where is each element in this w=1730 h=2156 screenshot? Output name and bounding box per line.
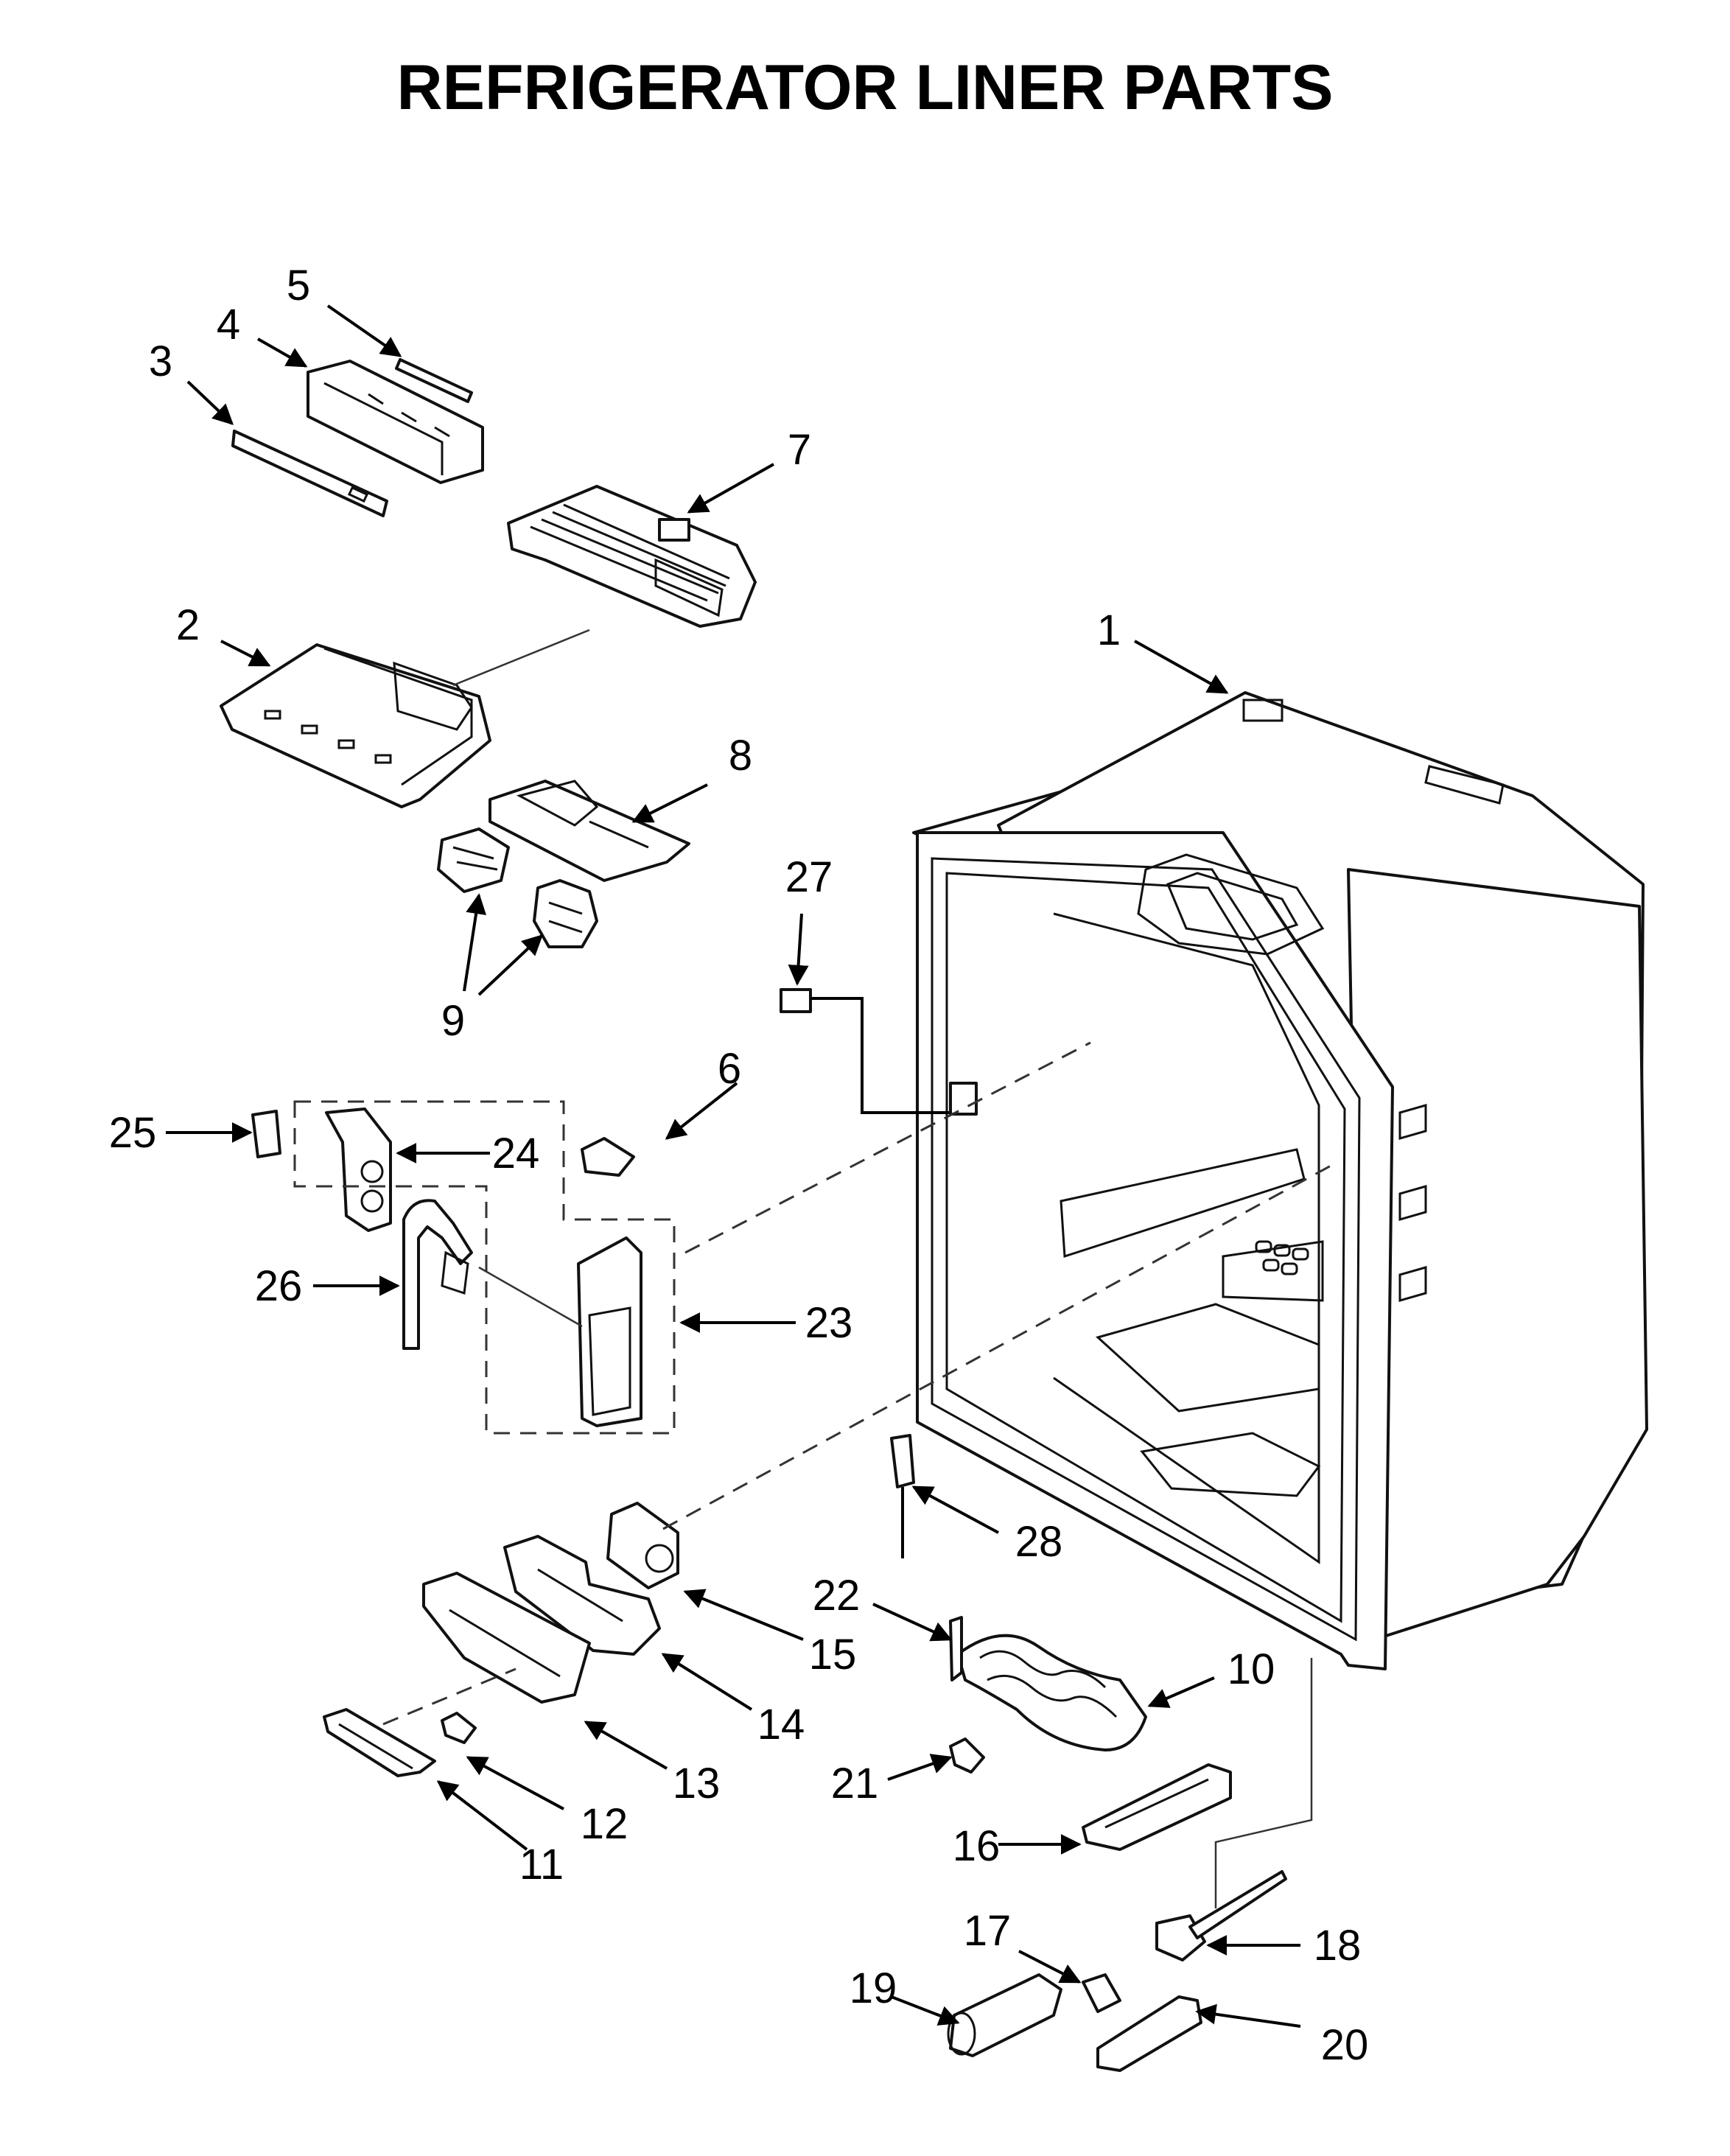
- guide-lines: [293, 629, 1334, 1908]
- liner-part-1: [912, 691, 1648, 1670]
- part-7-vent-cover: [507, 485, 757, 628]
- part-4-housing: [307, 360, 484, 484]
- callout-15: 15: [809, 1631, 857, 1679]
- page-title: REFRIGERATOR LINER PARTS: [397, 52, 1334, 123]
- callout-13: 13: [673, 1760, 721, 1807]
- part-5-rod: [395, 358, 473, 403]
- callout-5: 5: [287, 262, 310, 309]
- callout-8: 8: [729, 732, 752, 780]
- callout-18: 18: [1314, 1922, 1362, 1970]
- part-17-valve: [1082, 1973, 1121, 2013]
- part-3-strip: [231, 430, 388, 517]
- part-12-screw: [441, 1712, 477, 1744]
- callout-9: 9: [441, 997, 465, 1045]
- callout-20: 20: [1321, 2021, 1369, 2069]
- part-28-thermistor: [890, 1434, 915, 1558]
- callout-12: 12: [581, 1800, 628, 1848]
- callout-14: 14: [757, 1701, 805, 1749]
- part-20-bracket: [1096, 1995, 1202, 2072]
- part-18-assembly: [1155, 1870, 1287, 1961]
- part-9-knob-b: [533, 879, 598, 948]
- part-24-bracket: [325, 1107, 392, 1232]
- callout-4: 4: [217, 301, 240, 349]
- callout-17: 17: [964, 1907, 1012, 1955]
- part-6-clip: [581, 1137, 635, 1177]
- part-10-heater: [949, 1616, 1147, 1751]
- callout-7: 7: [788, 426, 811, 474]
- part-11-cap: [323, 1708, 436, 1777]
- callout-23: 23: [805, 1299, 853, 1347]
- part-15-module: [606, 1502, 679, 1589]
- part-2-tray: [220, 643, 491, 808]
- callout-27: 27: [785, 853, 833, 901]
- callout-28: 28: [1015, 1518, 1063, 1566]
- callout-3: 3: [149, 337, 172, 385]
- part-16-cover: [1082, 1763, 1232, 1851]
- part-19-filter: [947, 1973, 1062, 2057]
- callout-numbers: 1 2 3 4 5 6 7 8 9 10 11 12 13 14 15 16 1…: [109, 262, 1369, 2069]
- callout-21: 21: [831, 1760, 879, 1807]
- callout-25: 25: [109, 1109, 157, 1157]
- callout-10: 10: [1228, 1645, 1275, 1693]
- part-26-tube: [402, 1199, 473, 1350]
- callout-26: 26: [255, 1262, 303, 1310]
- callout-22: 22: [813, 1572, 861, 1620]
- part-21-screw: [949, 1737, 985, 1774]
- callout-19: 19: [850, 1964, 897, 2012]
- part-13-cover: [422, 1572, 591, 1704]
- part-27-sensor: [780, 988, 978, 1116]
- callout-leaders: [166, 304, 1301, 2028]
- callout-1: 1: [1097, 606, 1121, 654]
- part-8-damper: [488, 780, 690, 882]
- part-25-switch: [251, 1110, 281, 1158]
- callout-11: 11: [519, 1841, 564, 1889]
- part-14-housing: [503, 1535, 661, 1656]
- part-9-knob-a: [437, 827, 510, 893]
- callout-24: 24: [492, 1130, 540, 1177]
- callout-6: 6: [718, 1045, 741, 1093]
- callout-2: 2: [176, 601, 200, 649]
- part-23-panel: [577, 1236, 642, 1427]
- callout-16: 16: [953, 1822, 1001, 1870]
